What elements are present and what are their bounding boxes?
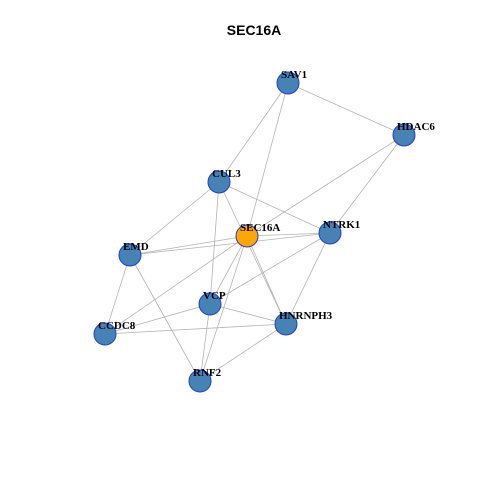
node-circle[interactable] <box>207 170 231 194</box>
node-label: SEC16A <box>240 222 280 234</box>
node-label: VCP <box>203 290 226 302</box>
node-hdac6[interactable]: HDAC6 <box>392 121 435 147</box>
node-circle[interactable] <box>318 221 342 245</box>
node-circle[interactable] <box>274 312 298 336</box>
edge-hdac6-sec16a <box>246 134 405 237</box>
edge-sav1-hdac6 <box>287 82 405 136</box>
edge-cul3-vcp <box>209 181 220 305</box>
edge-emd-ntrk1 <box>129 232 331 256</box>
node-circle[interactable] <box>235 224 259 248</box>
node-circle[interactable] <box>198 292 222 316</box>
edge-sec16a-emd <box>129 235 248 256</box>
node-sec16a[interactable]: SEC16A <box>235 222 280 248</box>
node-ntrk1[interactable]: NTRK1 <box>318 219 360 245</box>
edge-vcp-ccdc8 <box>104 303 211 335</box>
node-label: CUL3 <box>212 168 241 180</box>
edge-sec16a-hnrnph3 <box>246 235 287 325</box>
edge-cul3-hnrnph3 <box>218 181 287 325</box>
node-circle[interactable] <box>118 243 142 267</box>
node-circle[interactable] <box>93 322 117 346</box>
node-vcp[interactable]: VCP <box>198 290 226 316</box>
node-circle[interactable] <box>276 71 300 95</box>
edge-layer <box>104 82 405 382</box>
edge-vcp-hnrnph3 <box>209 303 287 325</box>
node-label: SAV1 <box>281 69 307 81</box>
node-cul3[interactable]: CUL3 <box>207 168 241 194</box>
edge-sec16a-vcp <box>209 235 248 305</box>
edge-sec16a-rnf2 <box>199 235 248 382</box>
node-rnf2[interactable]: RNF2 <box>188 367 222 393</box>
edge-ccdc8-hnrnph3 <box>104 323 287 335</box>
edge-hnrnph3-rnf2 <box>199 323 287 382</box>
edge-sav1-sec16a <box>246 82 289 237</box>
edge-cul3-ntrk1 <box>218 181 331 234</box>
edge-sec16a-ntrk1 <box>246 232 331 237</box>
node-hnrnph3[interactable]: HNRNPH3 <box>274 310 333 336</box>
edge-emd-rnf2 <box>129 254 201 382</box>
node-label: EMD <box>123 241 149 253</box>
edge-emd-ccdc8 <box>104 254 131 335</box>
edge-ntrk1-vcp <box>209 232 331 305</box>
edge-hdac6-ntrk1 <box>329 134 405 234</box>
node-label: RNF2 <box>193 367 222 379</box>
node-label: HDAC6 <box>397 121 435 133</box>
node-label: CCDC8 <box>98 320 136 332</box>
edge-cul3-emd <box>129 181 220 256</box>
edge-vcp-rnf2 <box>199 303 211 382</box>
node-sav1[interactable]: SAV1 <box>276 69 307 95</box>
node-circle[interactable] <box>188 369 212 393</box>
node-circle[interactable] <box>392 123 416 147</box>
node-emd[interactable]: EMD <box>118 241 149 267</box>
node-label: NTRK1 <box>323 219 360 231</box>
graph-title: SEC16A <box>227 22 281 38</box>
edge-sec16a-ccdc8 <box>104 235 248 335</box>
node-ccdc8[interactable]: CCDC8 <box>93 320 136 346</box>
edge-ntrk1-hnrnph3 <box>285 232 331 325</box>
node-label: HNRNPH3 <box>279 310 333 322</box>
edge-sav1-cul3 <box>218 82 289 183</box>
